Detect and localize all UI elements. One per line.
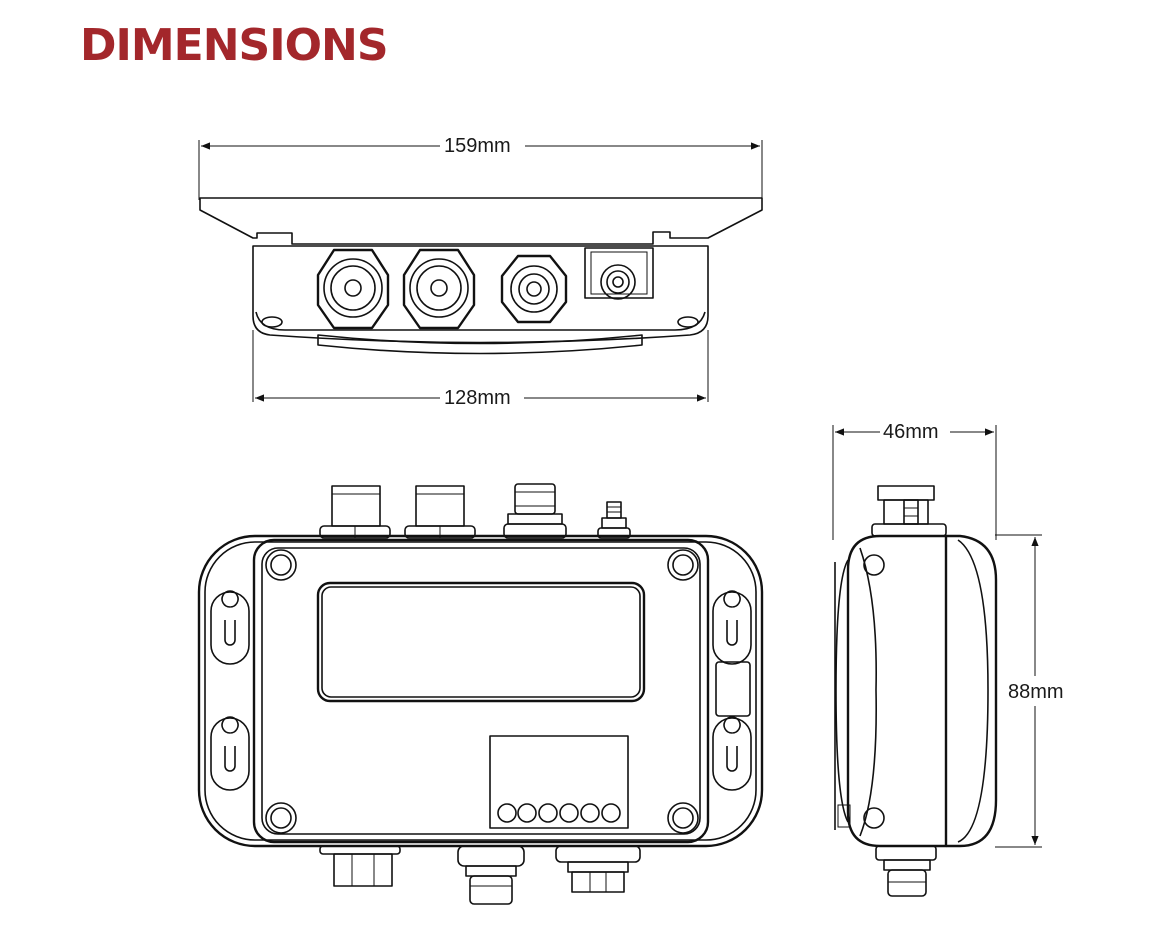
mount-slots [210,590,752,791]
dim-line-88mm [995,534,1042,848]
dim-label-body-width: 128mm [441,387,514,409]
antenna-port-icon [584,247,654,300]
dim-line-128mm [252,330,709,402]
dim-label-height: 88mm [1005,681,1067,703]
dim-line-46mm [832,425,997,540]
bottom-connectors [319,845,641,905]
top-connectors [319,483,631,539]
connector-1-icon [316,248,390,330]
dim-label-top-width: 159mm [441,135,514,157]
side-view [832,425,1042,897]
page-title: DIMENSIONS [80,20,389,71]
dim-line-159mm [198,140,763,200]
front-view [197,483,764,905]
top-view [198,140,763,402]
dim-label-depth: 46mm [880,421,942,443]
connector-3-icon [500,254,568,324]
connector-2-icon [402,248,476,330]
status-led-panel [489,735,629,829]
